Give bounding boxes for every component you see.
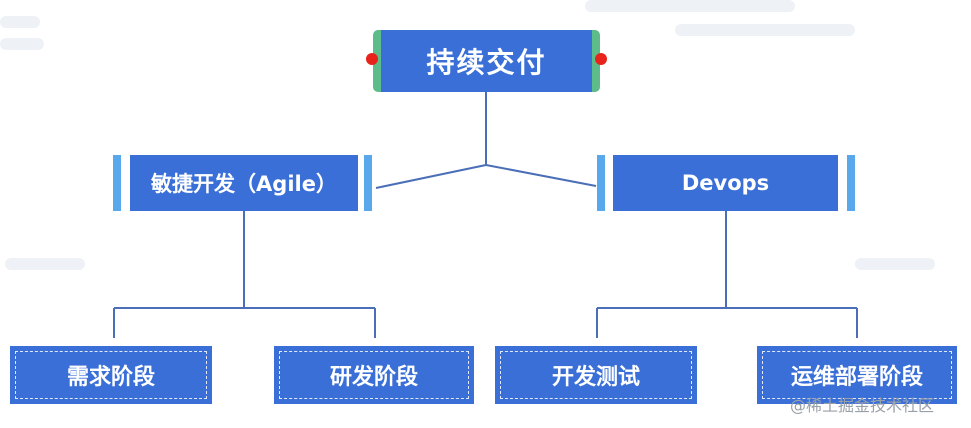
connector-to-agile bbox=[375, 164, 487, 189]
background-decoration bbox=[0, 38, 44, 50]
background-decoration bbox=[5, 258, 85, 270]
root-right-dot bbox=[595, 53, 607, 65]
background-decoration bbox=[585, 0, 795, 12]
root-node-label: 持续交付 bbox=[426, 46, 547, 79]
background-decoration bbox=[0, 16, 40, 28]
background-decoration bbox=[855, 258, 935, 270]
branch-node-agile-label: 敏捷开发（Agile） bbox=[151, 172, 337, 196]
leaf-node-ops-deploy-label: 运维部署阶段 bbox=[790, 365, 923, 390]
leaf-node-development: 研发阶段 bbox=[274, 346, 474, 404]
leaf-node-requirements: 需求阶段 bbox=[10, 346, 212, 404]
leaf-node-dev-test: 开发测试 bbox=[495, 346, 697, 404]
branch-node-agile: 敏捷开发（Agile） bbox=[130, 155, 358, 211]
root-node: 持续交付 bbox=[373, 30, 600, 92]
branch-node-devops-label: Devops bbox=[681, 171, 770, 195]
connector-to-devops bbox=[485, 164, 597, 187]
root-left-dot bbox=[366, 53, 378, 65]
watermark: @稀土掘金技术社区 bbox=[790, 396, 935, 415]
leaf-node-requirements-label: 需求阶段 bbox=[66, 365, 155, 390]
devops-left-accent bbox=[597, 155, 605, 211]
agile-left-accent bbox=[113, 155, 121, 211]
agile-right-accent bbox=[364, 155, 372, 211]
leaf-node-development-label: 研发阶段 bbox=[329, 365, 418, 390]
branch-node-devops: Devops bbox=[613, 155, 838, 211]
devops-right-accent bbox=[847, 155, 855, 211]
leaf-node-ops-deploy: 运维部署阶段 bbox=[757, 346, 957, 404]
background-decoration bbox=[800, 24, 850, 36]
leaf-node-dev-test-label: 开发测试 bbox=[551, 365, 640, 390]
